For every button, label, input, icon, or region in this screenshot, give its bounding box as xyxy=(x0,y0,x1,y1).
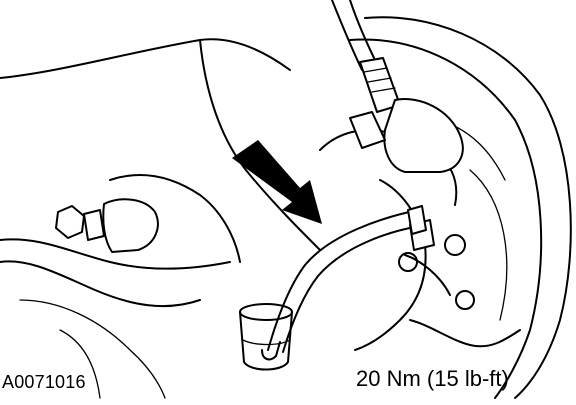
bleeder-screw xyxy=(55,198,159,253)
suspension-arm xyxy=(0,38,321,399)
pointer-arrow xyxy=(232,140,322,224)
brake-caliper xyxy=(319,129,521,351)
catch-bottle xyxy=(239,303,293,371)
torque-spec-callout: 20 Nm (15 lb-ft) xyxy=(356,366,509,391)
figure-id-label: A0071016 xyxy=(2,372,86,392)
bleed-tube xyxy=(267,205,427,353)
